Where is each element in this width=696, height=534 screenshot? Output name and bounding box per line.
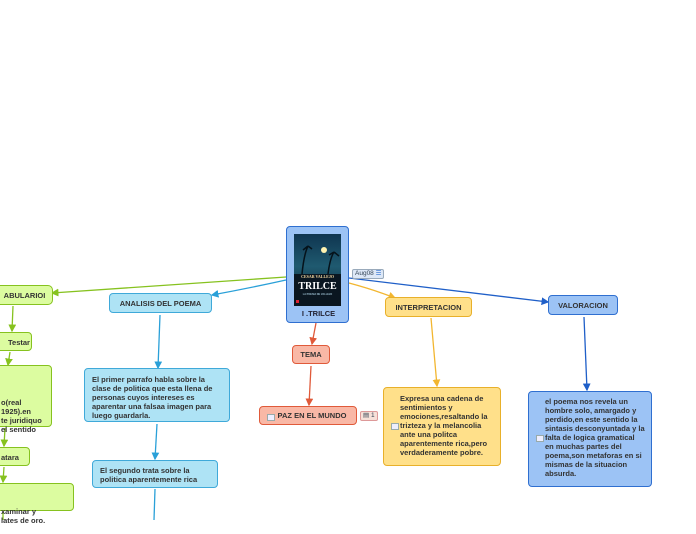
list-icon: ☰ [375,270,382,277]
vocab-word-3-text: atara [1,453,19,462]
tema-title: TEMA [300,350,322,359]
tema-child-text: PAZ EN EL MUNDO [277,411,347,420]
interpretacion-text-node[interactable]: Expresa una cadena de sentimientos y emo… [383,387,501,466]
analisis-p2-text: El segundo trata sobre la politica apare… [100,466,198,484]
valoracion-node[interactable]: VALORACION [548,295,618,315]
vocab-word-2-text: o(real 1925).en te juridiquo el sentido [1,398,42,434]
note-icon [267,414,275,421]
vocab-word-4[interactable]: xaminar y lates de oro. [0,483,74,525]
valoracion-text-node[interactable]: el poema nos revela un hombre solo, amar… [528,391,652,487]
note-icon [391,423,399,430]
vocab-word-4-text: xaminar y lates de oro. [1,507,46,525]
link-analisis [210,279,287,298]
vocab-word-1-text: Testar [8,338,30,347]
link-interp-text [430,317,441,388]
tema-child-badge-count: 1 [370,412,375,419]
note-icon [536,435,544,442]
cover-art-icon [294,245,341,306]
analisis-p2-node[interactable]: El segundo trata sobre la politica apare… [92,460,218,488]
tema-child-node[interactable]: PAZ EN EL MUNDO [259,406,357,425]
analisis-p1-node[interactable]: El primer parrafo habla sobre la clase d… [84,368,230,422]
link-vocabulario [50,276,287,297]
central-title: I .TRILCE [301,309,336,318]
vocab-word-2[interactable]: o(real 1925).en te juridiquo el sentido [0,365,52,434]
link-valoracion [348,277,550,306]
cover-author: CESAR VALLEJO [301,274,334,279]
interpretacion-node[interactable]: INTERPRETACION [385,297,472,317]
connector-lines [0,276,591,520]
tema-child-badge[interactable]: ▤ 1 [360,411,378,421]
link-interpretacion [348,282,397,300]
vocabulario-node[interactable]: ABULARIOI [0,285,53,305]
date-badge-text: Aug08 [355,270,374,277]
analisis-node[interactable]: ANALISIS DEL POEMA [109,293,212,313]
valoracion-text: el poema nos revela un hombre solo, amar… [545,397,645,478]
link-valor-text [582,316,591,392]
analisis-p1-text: El primer parrafo habla sobre la clase d… [92,375,213,420]
link-vocab-1 [8,305,17,333]
date-badge[interactable]: Aug08 ☰ [352,269,385,279]
central-node[interactable]: CESAR VALLEJO TRILCE LA POESIA DE VALLEJ… [286,226,349,323]
analisis-title: ANALISIS DEL POEMA [119,298,202,308]
link-analisis-p2 [151,423,160,461]
valoracion-title: VALORACION [558,300,608,310]
link-vocab-3 [0,427,9,448]
vocabulario-title: ABULARIOI [3,290,46,300]
list-icon: ▤ [363,412,370,419]
link-tema [309,322,318,346]
interpretacion-title: INTERPRETACION [395,302,462,312]
link-vocab-2 [5,351,13,367]
cover-subtitle: LA POESIA DE VALLEJO [302,293,333,296]
link-analisis-p1 [154,314,163,370]
link-analisis-p3 [153,488,156,520]
link-tema-child [305,365,314,407]
cover-title: TRILCE [298,281,337,292]
vocab-word-1[interactable]: Testar [0,332,32,351]
vocab-word-3[interactable]: atara [0,447,30,466]
link-vocab-4 [0,466,8,484]
interpretacion-text: Expresa una cadena de sentimientos y emo… [400,394,488,457]
book-cover-image: CESAR VALLEJO TRILCE LA POESIA DE VALLEJ… [294,234,341,306]
tema-node[interactable]: TEMA [292,345,330,364]
